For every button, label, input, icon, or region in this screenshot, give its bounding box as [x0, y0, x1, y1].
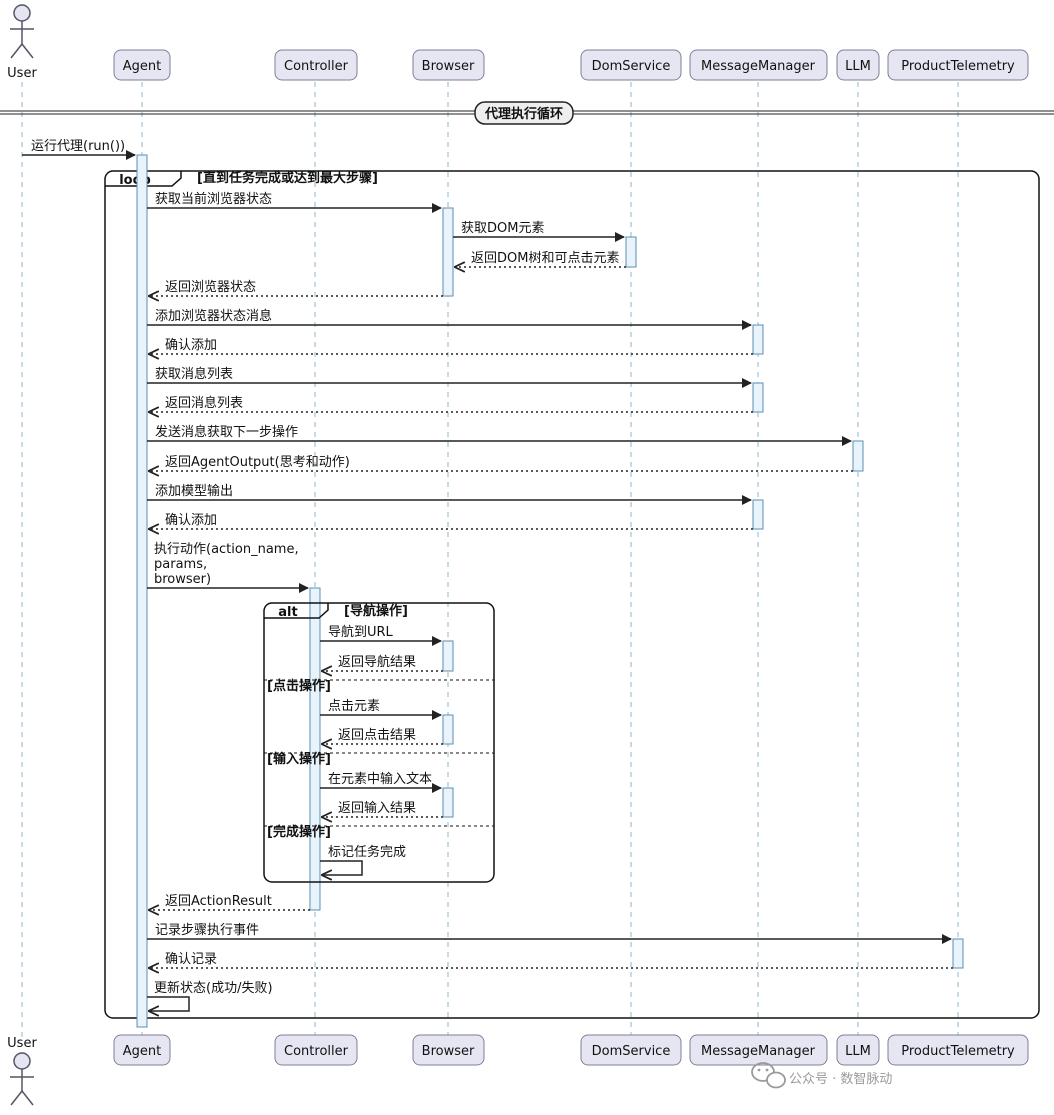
message-label: 导航到URL	[328, 624, 394, 640]
message-label: 运行代理(run())	[31, 139, 125, 154]
actor-user-bottom: User	[7, 1036, 37, 1106]
svg-text:ProductTelemetry: ProductTelemetry	[901, 1044, 1015, 1059]
activation-browser-3	[442, 714, 454, 745]
participant-browser-top[interactable]: Browser	[412, 49, 485, 81]
alt-fragment: alt [导航操作] [点击操作] [输入操作] [完成操作]	[263, 602, 495, 883]
message-label: 返回点击结果	[338, 728, 416, 743]
participant-controller-bottom[interactable]: Controller	[274, 1034, 358, 1066]
participant-messagemanager-top[interactable]: MessageManager	[689, 49, 828, 81]
message-self-arrow	[320, 860, 363, 875]
activation-llm	[852, 440, 864, 472]
message-label: 添加浏览器状态消息	[155, 308, 272, 324]
participant-controller-top[interactable]: Controller	[274, 49, 358, 81]
svg-text:Controller: Controller	[284, 59, 349, 74]
participant-browser-bottom[interactable]: Browser	[412, 1034, 485, 1066]
svg-text:Controller: Controller	[284, 1044, 349, 1059]
message-label: 返回消息列表	[165, 395, 243, 411]
watermark-text: 公众号 · 数智脉动	[789, 1072, 892, 1087]
message-label: 确认记录	[165, 952, 217, 967]
activation-browser-1	[442, 207, 454, 297]
participant-llm-top[interactable]: LLM	[836, 49, 880, 81]
participant-producttelemetry-top[interactable]: ProductTelemetry	[887, 49, 1029, 81]
svg-text:MessageManager: MessageManager	[701, 1044, 816, 1059]
activation-messagemanager-3	[752, 499, 764, 530]
svg-text:DomService: DomService	[592, 1044, 671, 1059]
svg-text:Browser: Browser	[422, 1044, 475, 1059]
message-label: 获取当前浏览器状态	[155, 191, 272, 207]
message-label-line-1: 执行动作(action_name,	[154, 542, 299, 557]
participant-messagemanager-bottom[interactable]: MessageManager	[689, 1034, 828, 1066]
svg-text:LLM: LLM	[845, 59, 871, 74]
participant-domservice-bottom[interactable]: DomService	[580, 1034, 682, 1066]
activation-browser-2	[442, 640, 454, 672]
alt-guard-navigate: [导航操作]	[344, 603, 408, 619]
message-label: 返回输入结果	[338, 800, 416, 816]
message-label: 添加模型输出	[155, 483, 233, 499]
messages: 运行代理(run()) 获取当前浏览器状态 获取DOM元素 返回DOM树和可点击…	[22, 139, 953, 1011]
svg-text:Agent: Agent	[123, 59, 161, 74]
message-label: 获取消息列表	[155, 366, 233, 382]
alt-keyword: alt	[278, 605, 297, 620]
actor-label-bottom: User	[7, 1036, 37, 1051]
message-label: 标记任务完成	[328, 844, 406, 860]
message-label: 返回浏览器状态	[165, 279, 256, 295]
activations	[136, 154, 964, 1028]
wechat-icon	[751, 1062, 786, 1089]
svg-text:ProductTelemetry: ProductTelemetry	[901, 59, 1015, 74]
watermark: 公众号 · 数智脉动	[751, 1062, 892, 1089]
message-label: 记录步骤执行事件	[155, 923, 259, 938]
svg-text:Browser: Browser	[422, 59, 475, 74]
activation-messagemanager-2	[752, 382, 764, 413]
svg-text:DomService: DomService	[592, 59, 671, 74]
message-label: 返回ActionResult	[165, 894, 272, 909]
message-label: 确认添加	[165, 338, 217, 353]
participant-domservice-top[interactable]: DomService	[580, 49, 682, 81]
alt-guard-click: [点击操作]	[267, 678, 331, 694]
actor-user-top: User	[7, 4, 37, 81]
message-label: 点击元素	[328, 699, 380, 714]
activation-domservice	[625, 236, 637, 268]
participant-producttelemetry-bottom[interactable]: ProductTelemetry	[887, 1034, 1029, 1066]
loop-guard: [直到任务完成或达到最大步骤]	[197, 170, 378, 186]
message-self-arrow	[147, 996, 190, 1011]
divider-label: 代理执行循环	[484, 106, 563, 122]
participant-agent-bottom[interactable]: Agent	[113, 1034, 171, 1066]
actor-label-top: User	[7, 66, 37, 81]
participant-agent-top[interactable]: Agent	[113, 49, 171, 81]
loop-fragment: loop [直到任务完成或达到最大步骤]	[104, 170, 1040, 1019]
activation-producttelemetry	[952, 938, 964, 969]
message-label: 在元素中输入文本	[328, 771, 432, 787]
message-label: 返回AgentOutput(思考和动作)	[165, 455, 350, 470]
message-label: 返回DOM树和可点击元素	[471, 251, 619, 266]
alt-guard-complete: [完成操作]	[267, 824, 331, 840]
svg-text:MessageManager: MessageManager	[701, 59, 816, 74]
participants-bottom: Agent Controller Browser DomService Mess…	[113, 1034, 1029, 1066]
activation-messagemanager-1	[752, 324, 764, 355]
message-label: 更新状态(成功/失败)	[154, 980, 273, 996]
message-label-line-2: params,	[154, 557, 207, 572]
message-label: 发送消息获取下一步操作	[155, 424, 298, 440]
svg-text:Agent: Agent	[123, 1044, 161, 1059]
participants-top: Agent Controller Browser DomService Mess…	[113, 49, 1029, 81]
section-divider: 代理执行循环	[0, 101, 1054, 125]
activation-browser-4	[442, 787, 454, 818]
message-label: 确认添加	[165, 513, 217, 528]
svg-text:LLM: LLM	[845, 1044, 871, 1059]
message-label-line-3: browser)	[154, 572, 211, 587]
stick-figure-icon	[10, 4, 34, 59]
message-label: 返回导航结果	[338, 654, 416, 670]
alt-guard-input: [输入操作]	[267, 751, 331, 767]
message-label: 获取DOM元素	[461, 221, 544, 236]
activation-controller	[309, 587, 321, 911]
stick-figure-icon	[10, 1052, 34, 1106]
activation-agent	[136, 154, 148, 1028]
participant-llm-bottom[interactable]: LLM	[836, 1034, 880, 1066]
